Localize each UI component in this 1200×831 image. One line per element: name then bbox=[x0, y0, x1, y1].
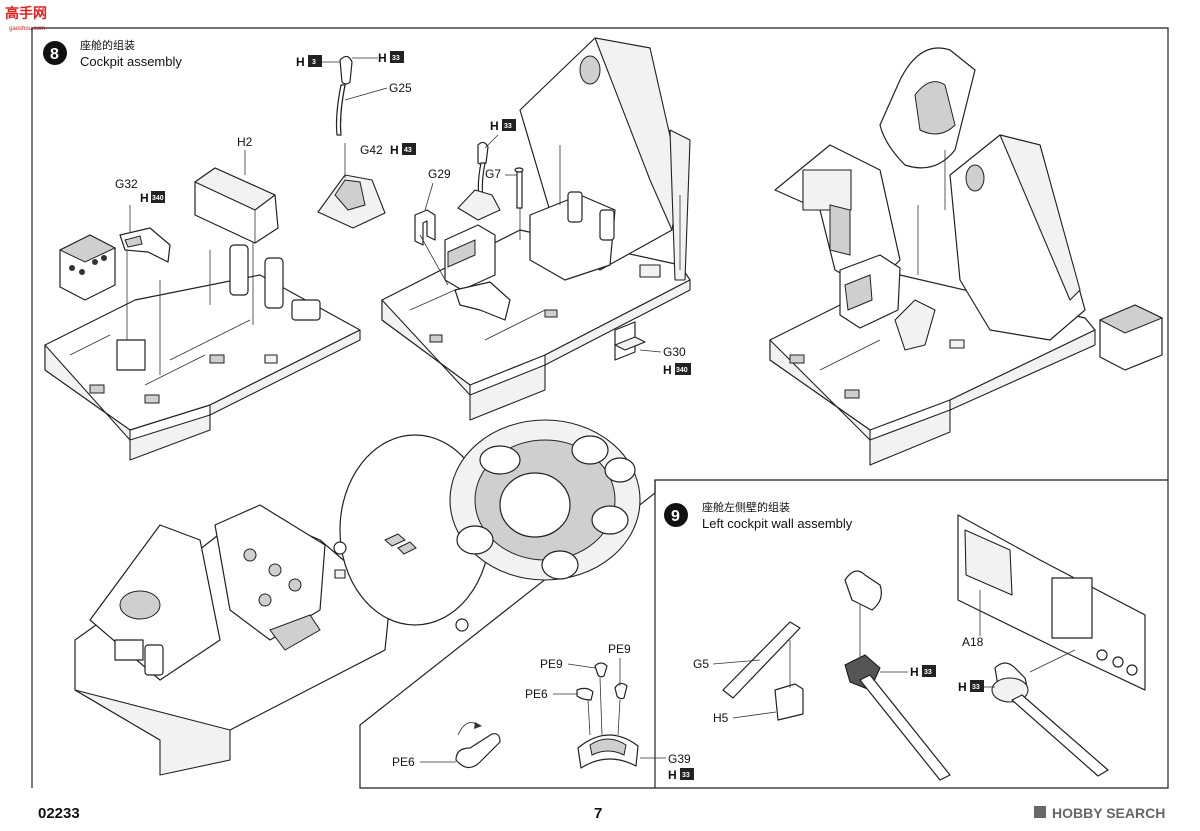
radial-engine bbox=[449, 419, 641, 581]
label-g7: G7 bbox=[485, 167, 501, 181]
bulkhead-right bbox=[949, 134, 1086, 341]
side-console-box bbox=[58, 234, 117, 301]
cockpit-assembled-bottom bbox=[74, 504, 391, 776]
svg-text:33: 33 bbox=[504, 123, 512, 130]
label-g42: G42 bbox=[360, 143, 383, 157]
throttle-part-b bbox=[991, 662, 1109, 777]
label-a18: A18 bbox=[962, 635, 984, 649]
label-h2: H2 bbox=[237, 135, 253, 149]
footer-watermark: HOBBY SEARCH bbox=[1052, 805, 1165, 821]
part-g30 bbox=[614, 321, 646, 361]
side-box-right bbox=[1098, 304, 1164, 371]
callout-g30-h340: H 340 bbox=[663, 363, 691, 377]
step-8-header: 8 座舱的组装 Cockpit assembly bbox=[43, 38, 182, 69]
throttle-part-a bbox=[844, 570, 951, 781]
label-g30: G30 bbox=[663, 345, 686, 359]
callout-g32-h340: H 340 bbox=[140, 191, 165, 205]
label-g39: G39 bbox=[668, 752, 691, 766]
svg-text:H: H bbox=[958, 680, 967, 694]
svg-text:H: H bbox=[668, 768, 677, 782]
step-9-header: 9 座舱左侧壁的组装 Left cockpit wall assembly bbox=[664, 500, 853, 531]
part-g25-stick bbox=[335, 55, 353, 136]
part-pe6-a bbox=[576, 687, 594, 701]
label-pe6-a: PE6 bbox=[525, 687, 548, 701]
part-h5 bbox=[774, 640, 804, 721]
part-pe6-b bbox=[455, 722, 501, 769]
part-g7 bbox=[514, 167, 524, 209]
callout-stick-h33: H 33 bbox=[352, 51, 404, 65]
site-logo-text: 高手网 bbox=[5, 5, 47, 22]
callout-stick-h3: H 3 bbox=[296, 55, 340, 69]
callout-g39-h33: H 33 bbox=[668, 768, 694, 782]
footer-code: 02233 bbox=[38, 805, 80, 822]
label-pe9-b: PE9 bbox=[608, 642, 631, 656]
callout-center-h33: H 33 bbox=[484, 119, 516, 149]
part-g29 bbox=[414, 209, 436, 246]
seat-right bbox=[879, 47, 976, 169]
callout-g42-h43: H 43 bbox=[390, 143, 416, 157]
label-pe9-a: PE9 bbox=[540, 657, 563, 671]
svg-text:H: H bbox=[910, 665, 919, 679]
step-8-number: 8 bbox=[50, 46, 59, 63]
part-h2 bbox=[194, 167, 279, 244]
step-9-badge bbox=[664, 503, 688, 527]
part-g32 bbox=[119, 227, 171, 263]
stick-center bbox=[457, 141, 501, 221]
svg-text:33: 33 bbox=[392, 55, 400, 62]
step-8-badge bbox=[43, 41, 67, 65]
svg-text:340: 340 bbox=[676, 367, 688, 374]
svg-text:33: 33 bbox=[682, 772, 690, 779]
label-g29: G29 bbox=[428, 167, 451, 181]
svg-text:H: H bbox=[296, 55, 305, 69]
part-g42-boot bbox=[317, 174, 386, 229]
part-g5 bbox=[722, 621, 801, 699]
step-9-title-en: Left cockpit wall assembly bbox=[702, 516, 853, 531]
svg-text:3: 3 bbox=[312, 59, 316, 66]
step-8-title-zh: 座舱的组装 bbox=[80, 38, 135, 52]
svg-text:33: 33 bbox=[924, 669, 932, 676]
label-g25: G25 bbox=[389, 81, 412, 95]
svg-text:H: H bbox=[663, 363, 672, 377]
throttle-center bbox=[454, 281, 511, 321]
seat-rails-center bbox=[529, 191, 616, 281]
label-h5: H5 bbox=[713, 711, 729, 725]
step9-frame bbox=[654, 479, 1168, 788]
svg-text:H: H bbox=[490, 119, 499, 133]
label-g5: G5 bbox=[693, 657, 709, 671]
svg-text:43: 43 bbox=[404, 147, 412, 154]
label-pe6-b: PE6 bbox=[392, 755, 415, 769]
part-a18 bbox=[957, 514, 1146, 691]
label-g32: G32 bbox=[115, 177, 138, 191]
step-8-title-en: Cockpit assembly bbox=[80, 54, 182, 69]
svg-text:H: H bbox=[390, 143, 399, 157]
part-pe9-b bbox=[614, 682, 628, 700]
svg-text:H: H bbox=[140, 191, 149, 205]
part-g39 bbox=[577, 734, 639, 769]
callout-throttleb-h33: H 33 bbox=[958, 649, 1076, 694]
footer-page: 7 bbox=[594, 805, 602, 822]
site-logo: 高手网 gaoshou.com bbox=[5, 5, 47, 32]
svg-text:33: 33 bbox=[972, 684, 980, 691]
site-logo-sub: gaoshou.com bbox=[9, 26, 45, 32]
instrument-panel-right bbox=[839, 254, 936, 351]
watermark-icon bbox=[1034, 806, 1046, 818]
cockpit-floor-left bbox=[44, 240, 361, 461]
callout-throttle-h33: H 33 bbox=[880, 665, 936, 679]
step-9-title-zh: 座舱左侧壁的组装 bbox=[702, 500, 790, 514]
svg-text:340: 340 bbox=[152, 195, 164, 202]
part-pe9-a bbox=[594, 662, 608, 678]
svg-text:H: H bbox=[378, 51, 387, 65]
step-9-number: 9 bbox=[671, 508, 680, 525]
